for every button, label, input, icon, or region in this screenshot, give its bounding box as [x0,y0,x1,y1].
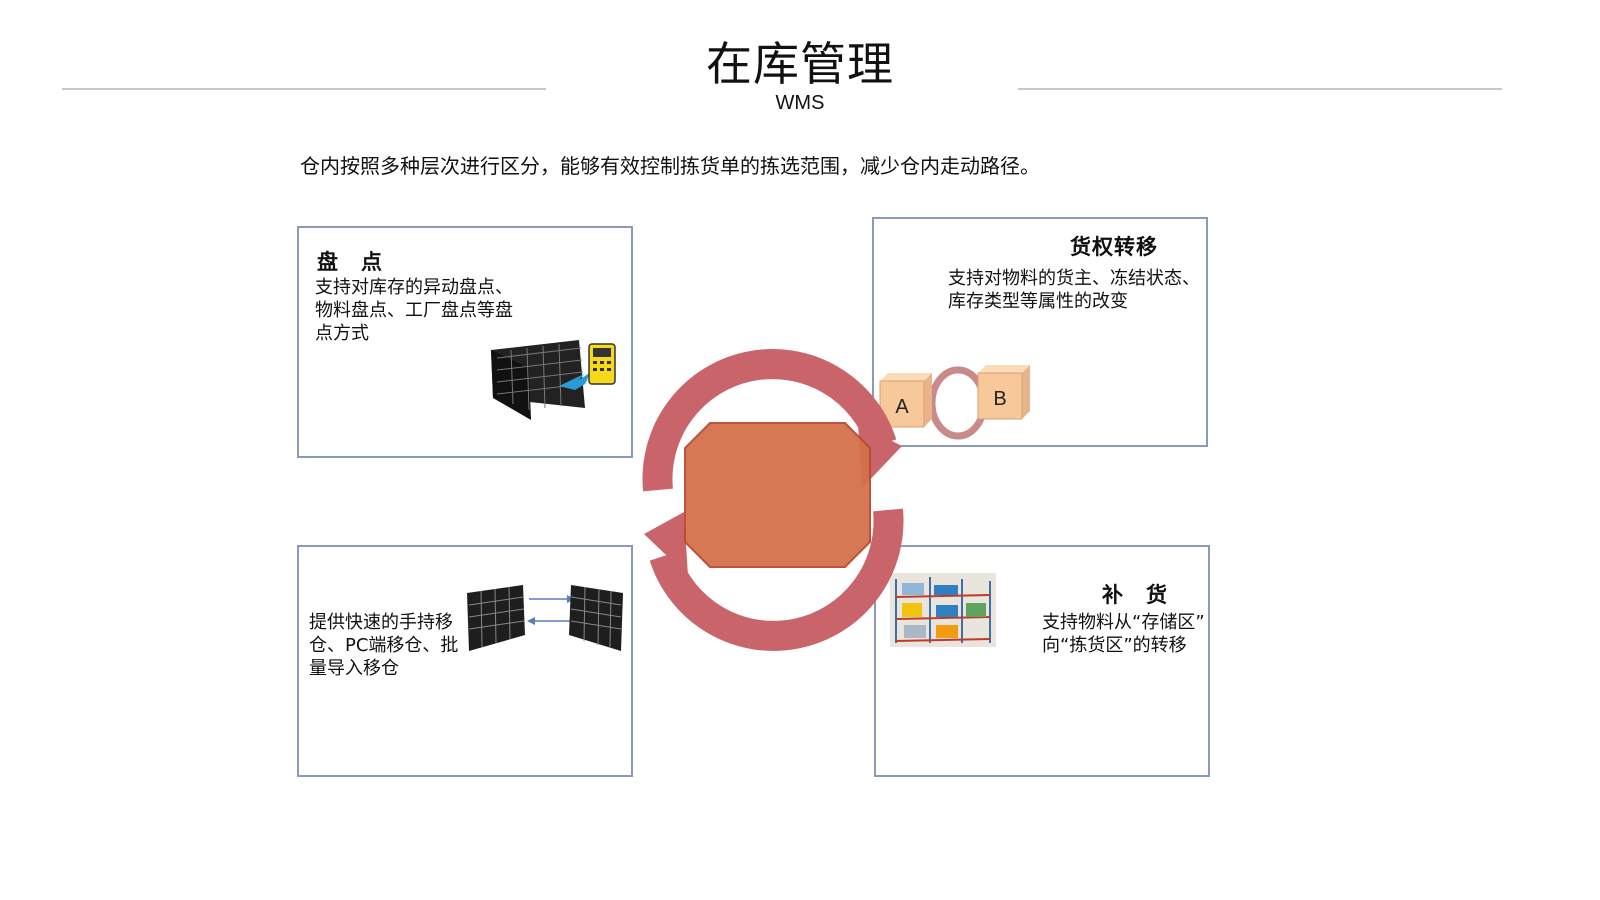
rack-transfer-icon [467,585,623,651]
page-title: 在库管理 [706,37,894,91]
transfer-card: 提供快速的手持移 仓、PC端移仓、批 量导入移仓 [297,545,633,777]
header-divider-left [62,88,546,90]
replenish-card-text: 支持物料从“存储区” 向“拣货区”的转移 [1042,612,1205,656]
inventory-card-text: 支持对库存的异动盘点、 物料盘点、工厂盘点等盘 点方式 [315,277,513,344]
intro-text: 仓内按照多种层次进行区分，能够有效控制拣货单的拣选范围，减少仓内走动路径。 [300,154,1040,178]
inventory-card: 盘 点 支持对库存的异动盘点、 物料盘点、工厂盘点等盘 点方式 [297,226,633,458]
box-a-label: A [895,396,909,418]
warehouse-shelf-icon [890,573,996,647]
rack-scanner-icon [491,340,616,420]
ownership-card-title: 货权转移 [1070,235,1158,259]
ownership-card-text: 支持对物料的货主、冻结状态、 库存类型等属性的改变 [948,268,1200,312]
replenish-card-title: 补 货 [1102,583,1168,607]
ab-cycle-icon: A B [879,365,1030,440]
transfer-card-text: 提供快速的手持移 仓、PC端移仓、批 量导入移仓 [309,612,459,679]
inventory-card-title: 盘 点 [317,250,383,274]
header-divider-right [1018,88,1502,90]
page-subtitle: WMS [775,92,825,114]
ownership-card: 货权转移 支持对物料的货主、冻结状态、 库存类型等属性的改变 A B [872,217,1208,447]
box-b-label: B [993,388,1006,410]
replenish-card: 补 货 支持物料从“存储区” 向“拣货区”的转移 [874,545,1210,777]
